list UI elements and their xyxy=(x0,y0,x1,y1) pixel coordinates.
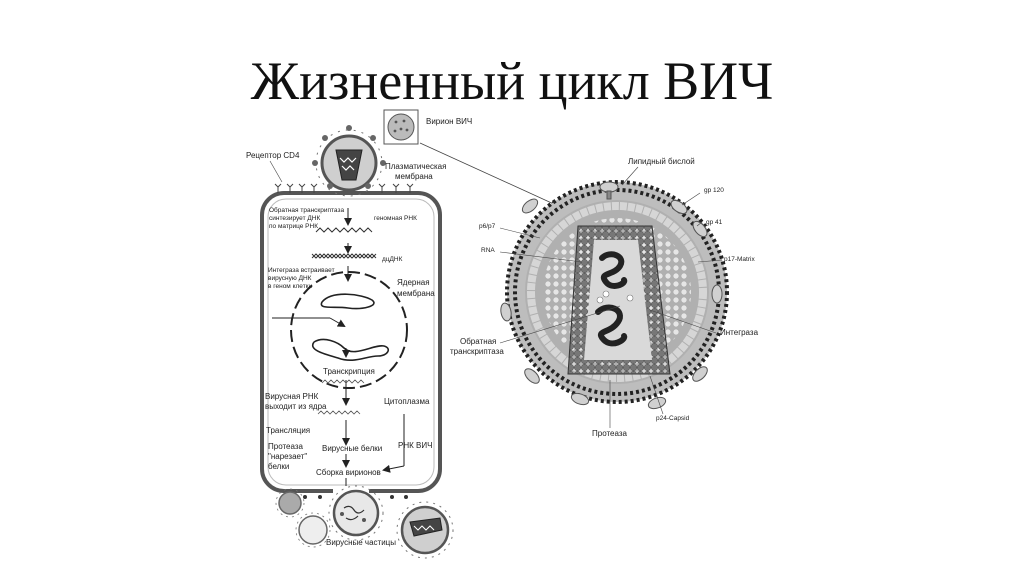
label-integrase: Интеграза xyxy=(720,328,759,337)
gp120-spikes xyxy=(500,181,723,410)
flow-arrows xyxy=(272,208,405,498)
label-plasma-membrane-2: мембрана xyxy=(395,172,433,181)
host-dna-loop-1 xyxy=(320,293,375,310)
label-rt-note-1: Обратная транскриптаза xyxy=(269,206,344,214)
label-rt-note-2: синтезирует ДНК xyxy=(269,215,320,222)
virion-panel: Вирион ВИЧ xyxy=(383,109,759,438)
label-rt-2: транскриптаза xyxy=(450,347,504,356)
viral-rna-strand-2 xyxy=(595,304,628,347)
cd4-receptors xyxy=(274,183,414,193)
label-protease-3: белки xyxy=(268,462,289,471)
page-title: Жизненный цикл ВИЧ xyxy=(250,51,774,111)
label-nuclear-membrane-2: мембрана xyxy=(397,289,435,298)
label-integrase-note-3: в геном клетки xyxy=(268,283,313,290)
label-hiv-virion: Вирион ВИЧ xyxy=(426,117,472,126)
label-cytoplasm: Цитоплазма xyxy=(384,397,430,406)
label-dsdna: дцДНК xyxy=(382,256,403,263)
virion-leader-lines xyxy=(499,166,723,428)
label-viral-proteins: Вирусные белки xyxy=(322,444,382,453)
label-protease-2: "нарезает" xyxy=(268,452,307,461)
label-rt-note-3: по матрице РНК xyxy=(269,223,318,230)
genomic-rna-strand xyxy=(315,227,373,233)
label-viral-particles: Вирусные частицы xyxy=(326,538,396,547)
label-gp120: gp 120 xyxy=(704,187,724,194)
label-rna: RNA xyxy=(481,247,495,254)
label-virion-assembly: Сборка вирионов xyxy=(316,468,381,477)
label-protease: Протеаза xyxy=(592,429,628,438)
integrase-particles xyxy=(596,290,634,304)
label-integrase-note-2: вирусную ДНК xyxy=(268,275,312,282)
immature-virion-small xyxy=(275,488,305,518)
label-protease-1: Протеаза xyxy=(268,442,304,451)
label-genomic-rna: геномная РНК xyxy=(374,215,417,222)
label-viral-rna-exit-2: выходит из ядра xyxy=(265,402,327,411)
mature-virion xyxy=(396,501,454,559)
transcribed-rna xyxy=(321,379,365,384)
label-lipid-bilayer: Липидный бислой xyxy=(628,157,695,166)
label-p6p7: p6/p7 xyxy=(479,223,496,230)
dsdna-strand xyxy=(311,253,377,259)
viral-rna-strand-1 xyxy=(599,251,628,289)
label-nuclear-membrane-1: Ядерная xyxy=(397,278,430,287)
membrane-proteins-bottom xyxy=(303,495,408,499)
label-cd4-receptor: Рецептор CD4 xyxy=(246,151,300,160)
label-viral-rna-exit-1: Вирусная РНК xyxy=(265,392,319,401)
label-translation: Трансляция xyxy=(266,426,310,435)
budding-virion xyxy=(328,485,384,541)
label-integrase-note-1: Интеграза встраивает xyxy=(268,267,335,274)
zoom-line xyxy=(419,142,558,206)
cell-labels: Рецептор CD4 Плазматическая мембрана Обр… xyxy=(246,151,446,547)
host-dna-loop-2 xyxy=(311,338,390,362)
label-transcription: Транскрипция xyxy=(323,367,375,376)
label-plasma-membrane-1: Плазматическая xyxy=(385,162,446,171)
virion-labels: Липидный бислой gp 120 gp 41 p6/p7 RNA p… xyxy=(450,157,759,438)
label-rt-1: Обратная xyxy=(460,337,496,346)
virion-envelope-dots-outer xyxy=(505,180,729,404)
entering-virion xyxy=(312,125,386,197)
label-p17: p17-Matrix xyxy=(724,256,755,263)
label-hiv-rna: РНК ВИЧ xyxy=(398,441,432,450)
cell-panel: Рецептор CD4 Плазматическая мембрана Обр… xyxy=(246,125,454,559)
nucleus-membrane xyxy=(290,271,408,389)
exported-rna xyxy=(317,410,361,415)
label-p24: p24-Capsid xyxy=(656,415,690,422)
immature-virion-round xyxy=(295,512,331,548)
label-gp41: gp 41 xyxy=(706,219,723,226)
virion-matrix-ring xyxy=(527,202,707,382)
